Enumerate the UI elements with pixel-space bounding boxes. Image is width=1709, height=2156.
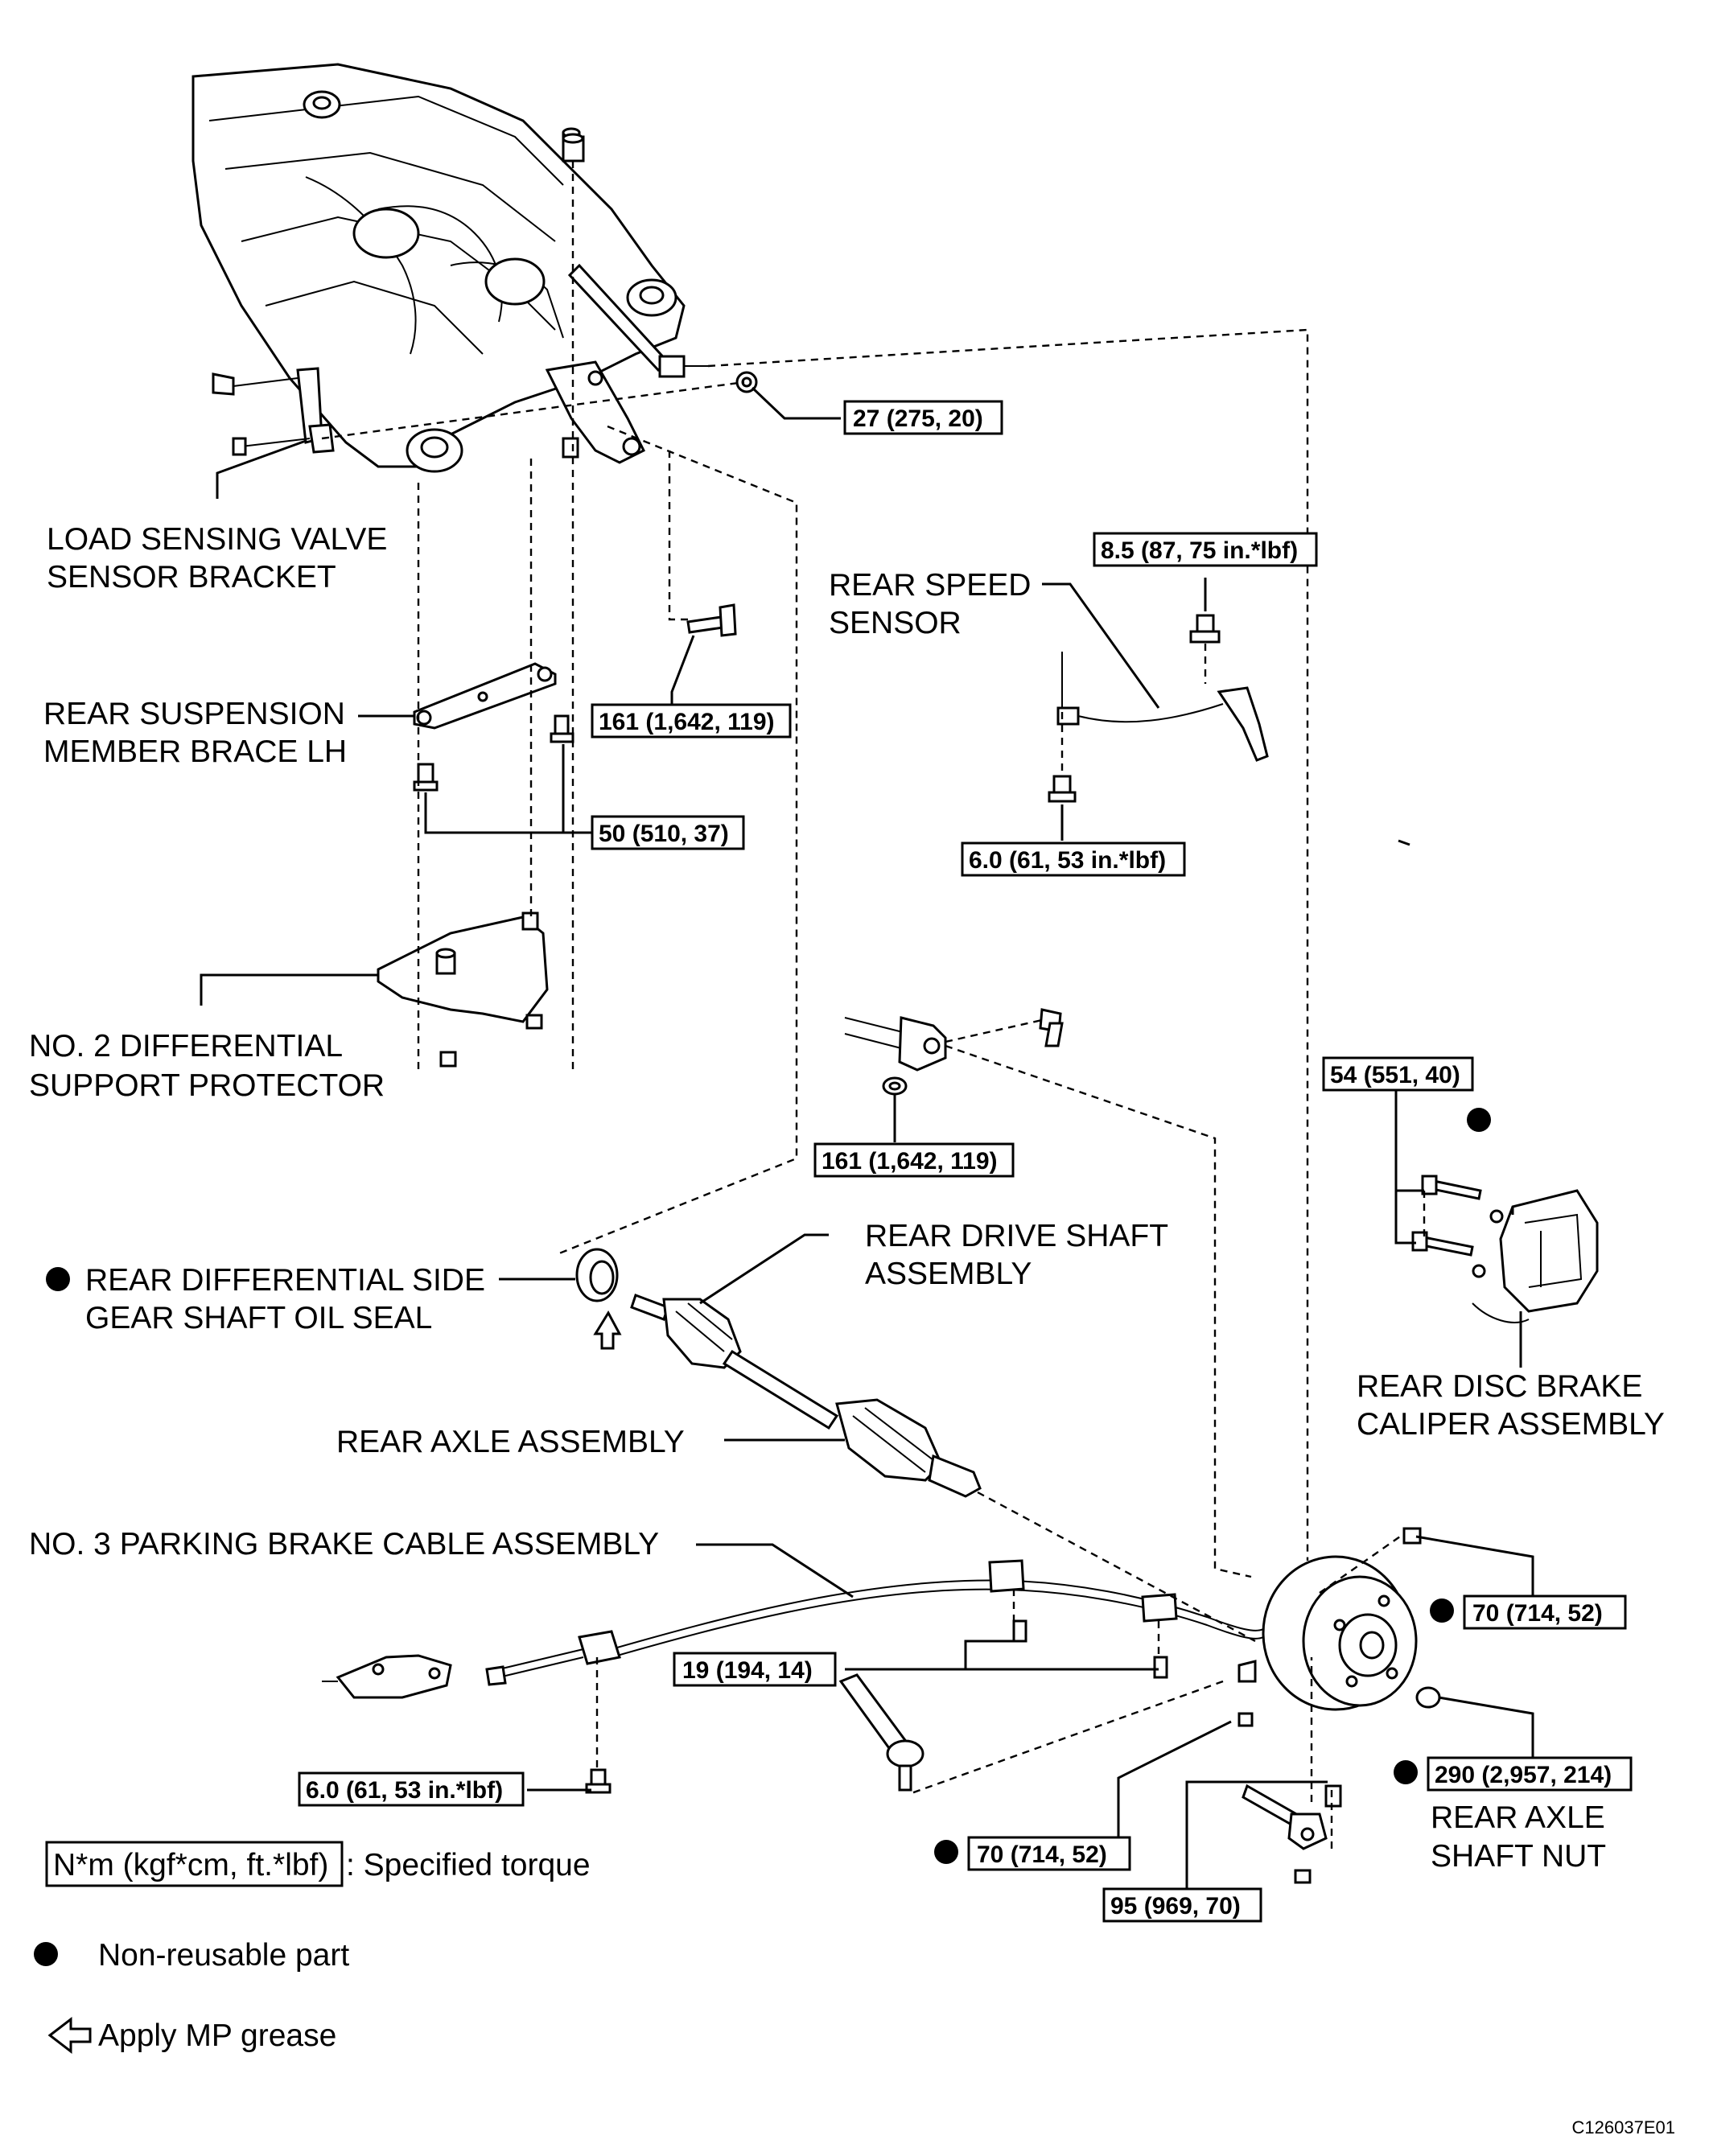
svg-text:70 (714, 52): 70 (714, 52) (1472, 1600, 1603, 1627)
brace-bolt-161-illustration (686, 603, 737, 637)
label-parking-brake-cable: NO. 3 PARKING BRAKE CABLE ASSEMBLY (29, 1527, 659, 1561)
legend-grease: Apply MP grease (47, 2016, 336, 2055)
rear-suspension-member-brace-illustration (413, 662, 574, 792)
legend-torque: N*m (kgf*cm, ft.*lbf) : Specified torque (45, 1841, 591, 1887)
svg-text:6.0 (61, 53 in.*lbf): 6.0 (61, 53 in.*lbf) (306, 1777, 503, 1804)
rear-suspension-member-illustration (191, 63, 708, 473)
label-rear-suspension-2: MEMBER BRACE LH (43, 734, 347, 769)
label-diff-protector-2: SUPPORT PROTECTOR (29, 1068, 385, 1103)
load-sensing-link-lower-illustration (322, 1654, 452, 1699)
label-drive-shaft-2: ASSEMBLY (865, 1257, 1032, 1291)
label-rear-axle: REAR AXLE ASSEMBLY (336, 1425, 685, 1459)
torque-box-19: 19 (194, 14) (673, 1652, 837, 1687)
label-diff-protector-1: NO. 2 DIFFERENTIAL (29, 1029, 343, 1064)
alignment-lines (321, 161, 1426, 1854)
label-oil-seal-1: REAR DIFFERENTIAL SIDE (85, 1263, 485, 1298)
label-caliper-1: REAR DISC BRAKE (1357, 1369, 1642, 1404)
non-reusable-dot-legend (34, 1942, 58, 1966)
svg-text:8.5 (87, 75 in.*lbf): 8.5 (87, 75 in.*lbf) (1101, 537, 1298, 564)
label-oil-seal-2: GEAR SHAFT OIL SEAL (85, 1301, 432, 1335)
svg-text:95 (969, 70): 95 (969, 70) (1110, 1893, 1241, 1919)
torque-box-54: 54 (551, 40) (1322, 1056, 1474, 1092)
label-drive-shaft-1: REAR DRIVE SHAFT (865, 1219, 1168, 1253)
svg-text:27 (275, 20): 27 (275, 20) (853, 405, 983, 432)
svg-text:19 (194, 14): 19 (194, 14) (682, 1657, 813, 1684)
non-reusable-dot-caliper (1467, 1108, 1491, 1132)
svg-text:161 (1,642, 119): 161 (1,642, 119) (599, 709, 775, 735)
torque-box-161-upper: 161 (1,642, 119) (591, 703, 792, 739)
rear-speed-sensor-illustration (1048, 614, 1269, 803)
torque-box-70-bottom: 70 (714, 52) (967, 1836, 1131, 1871)
legend: N*m (kgf*cm, ft.*lbf) : Specified torque… (45, 1841, 591, 2055)
torque-box-70-right: 70 (714, 52) (1463, 1594, 1627, 1630)
part-labels: LOAD SENSING VALVE SENSOR BRACKET REAR S… (29, 522, 1665, 1874)
svg-text:50 (510, 37): 50 (510, 37) (599, 821, 729, 847)
callout-leaders (200, 386, 1534, 1903)
svg-text:161 (1,642, 119): 161 (1,642, 119) (822, 1148, 998, 1175)
label-speed-sensor-2: SENSOR (829, 606, 962, 640)
rear-axle-hub-illustration (1237, 839, 1441, 1884)
non-reusable-markers (34, 1108, 1491, 1966)
non-reusable-dot-oil-seal (46, 1267, 70, 1291)
label-axle-nut-1: REAR AXLE (1431, 1800, 1605, 1835)
parking-brake-cable-illustration (485, 1559, 1264, 1794)
grease-arrow-icon (47, 2016, 92, 2055)
torque-callouts: 27 (275, 20) 8.5 (87, 75 in.*lbf) 161 (1… (298, 400, 1633, 1923)
tie-rod-illustration (838, 1673, 925, 1792)
svg-text:290 (2,957, 214): 290 (2,957, 214) (1435, 1762, 1612, 1788)
torque-box-27: 27 (275, 20) (843, 400, 1003, 435)
svg-text:70 (714, 52): 70 (714, 52) (977, 1841, 1107, 1868)
non-reusable-dot-290 (1394, 1760, 1418, 1784)
non-reusable-dot-70-bottom (934, 1840, 958, 1864)
top-bolt-illustration (562, 133, 585, 163)
svg-text:6.0 (61, 53 in.*lbf): 6.0 (61, 53 in.*lbf) (969, 847, 1166, 874)
svg-text:54 (551, 40): 54 (551, 40) (1330, 1062, 1460, 1088)
drive-shaft-bracket-illustration (844, 1008, 1064, 1096)
legend-grease-text: Apply MP grease (98, 2018, 336, 2053)
torque-box-95: 95 (969, 70) (1102, 1887, 1262, 1923)
label-axle-nut-2: SHAFT NUT (1431, 1839, 1606, 1874)
torque-box-50: 50 (510, 37) (591, 815, 745, 850)
legend-non-reusable: Non-reusable part (98, 1938, 349, 1973)
drive-shaft-illustration (630, 1294, 982, 1498)
legend-torque-unit: N*m (kgf*cm, ft.*lbf) (53, 1848, 328, 1882)
torque-box-8-5: 8.5 (87, 75 in.*lbf) (1093, 532, 1318, 567)
non-reusable-dot-70-right (1430, 1598, 1454, 1623)
label-rear-suspension-1: REAR SUSPENSION (43, 697, 345, 731)
differential-support-protector-illustration (377, 911, 549, 1068)
label-speed-sensor-1: REAR SPEED (829, 568, 1031, 603)
label-caliper-2: CALIPER ASSEMBLY (1357, 1407, 1665, 1442)
brake-caliper-illustration (1411, 1175, 1599, 1323)
torque-box-6-cable: 6.0 (61, 53 in.*lbf) (298, 1771, 525, 1807)
oil-seal-illustration (575, 1248, 622, 1350)
torque-box-6-sensor: 6.0 (61, 53 in.*lbf) (961, 841, 1186, 877)
label-load-sensing-1: LOAD SENSING VALVE (47, 522, 387, 557)
legend-torque-text: : Specified torque (346, 1848, 591, 1882)
label-load-sensing-2: SENSOR BRACKET (47, 560, 336, 595)
load-sensing-valve-bracket-illustration (212, 367, 335, 456)
figure-code: C126037E01 (1572, 2117, 1675, 2137)
torque-box-290: 290 (2,957, 214) (1427, 1756, 1633, 1792)
torque-box-161-lower: 161 (1,642, 119) (813, 1142, 1015, 1178)
